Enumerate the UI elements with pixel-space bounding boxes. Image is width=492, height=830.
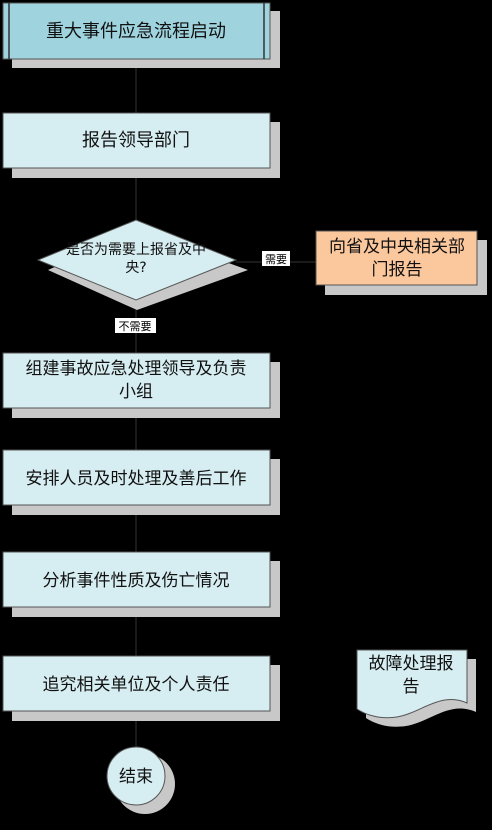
accountability-label: 追究相关单位及个人责任 [43, 675, 230, 695]
report-leaders-label: 报告领导部门 [82, 130, 190, 151]
fault-report-line2: 告 [403, 677, 420, 697]
fault-report-node: 故障处理报 告 [356, 649, 476, 727]
no-need-edge-label: 不需要 [115, 318, 156, 333]
accountability-node: 追究相关单位及个人责任 [2, 655, 280, 721]
analyze-label: 分析事件性质及伤亡情况 [43, 571, 230, 591]
decision-node: 是否为需要上报省及中 央? [36, 219, 248, 310]
arrange-staff-label: 安排人员及时处理及善后工作 [26, 469, 247, 489]
analyze-node: 分析事件性质及伤亡情况 [2, 551, 280, 617]
end-label: 结束 [119, 767, 153, 787]
no-need-label-text: 不需要 [119, 320, 152, 333]
need-edge-label: 需要 [262, 251, 290, 266]
start-node: 重大事件应急流程启动 [2, 2, 280, 68]
report-province-line1: 向省及中央相关部 [329, 237, 465, 257]
form-group-node: 组建事故应急处理领导及负责 小组 [2, 352, 280, 418]
form-group-line1: 组建事故应急处理领导及负责 [26, 359, 247, 379]
fault-report-line1: 故障处理报 [369, 654, 454, 674]
report-province-line2: 门报告 [372, 260, 423, 280]
report-province-node: 向省及中央相关部 门报告 [315, 230, 487, 295]
decision-label-line1: 是否为需要上报省及中 [66, 242, 206, 258]
end-node: 结束 [106, 746, 175, 814]
form-group-line2: 小组 [119, 382, 153, 402]
start-node-label: 重大事件应急流程启动 [46, 21, 226, 42]
report-leaders-node: 报告领导部门 [2, 112, 280, 178]
decision-label-line2: 央? [125, 260, 146, 276]
need-label-text: 需要 [265, 253, 287, 266]
arrange-staff-node: 安排人员及时处理及善后工作 [2, 449, 280, 515]
